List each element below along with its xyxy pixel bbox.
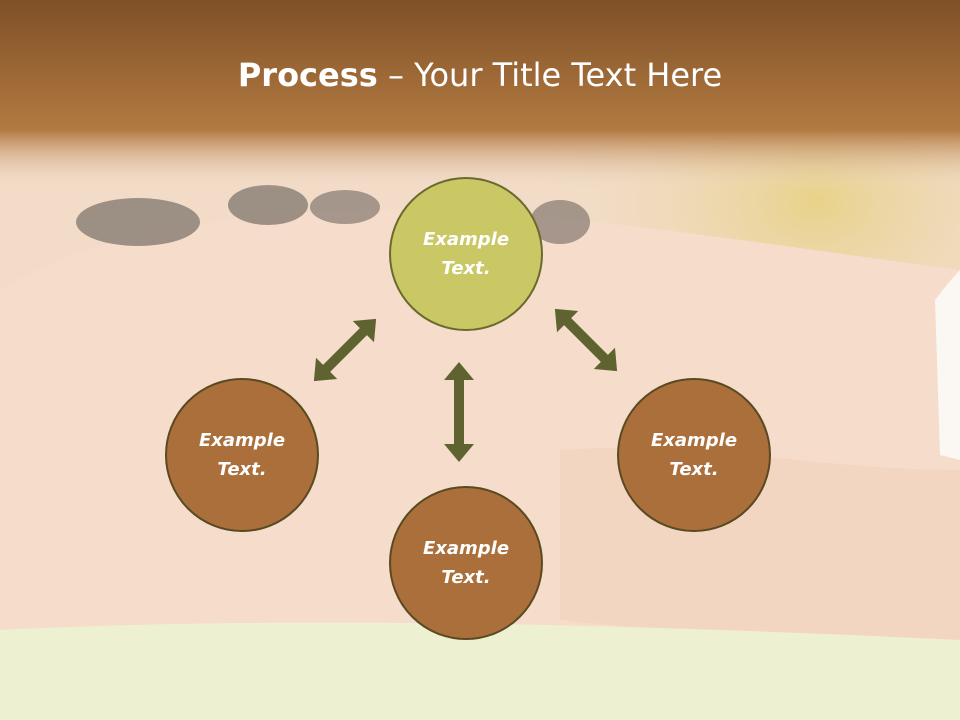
- title-rest-part: Your Title Text Here: [414, 56, 723, 94]
- slide-title: Process – Your Title Text Here: [0, 50, 960, 100]
- process-node-left: Example Text.: [165, 378, 319, 532]
- node-label-left: Example Text.: [198, 430, 286, 480]
- double-arrow-vertical: [444, 362, 474, 462]
- process-node-top: Example Text.: [389, 177, 543, 331]
- title-separator: –: [377, 56, 415, 94]
- process-node-right: Example Text.: [617, 378, 771, 532]
- process-node-bottom: Example Text.: [389, 486, 543, 640]
- title-bold-part: Process: [237, 56, 378, 94]
- double-arrow-left-diagonal: [313, 318, 377, 382]
- node-label-top: Example Text.: [422, 229, 510, 279]
- node-label-right: Example Text.: [650, 430, 738, 480]
- node-label-bottom: Example Text.: [422, 538, 510, 588]
- double-arrow-right-diagonal: [554, 308, 618, 372]
